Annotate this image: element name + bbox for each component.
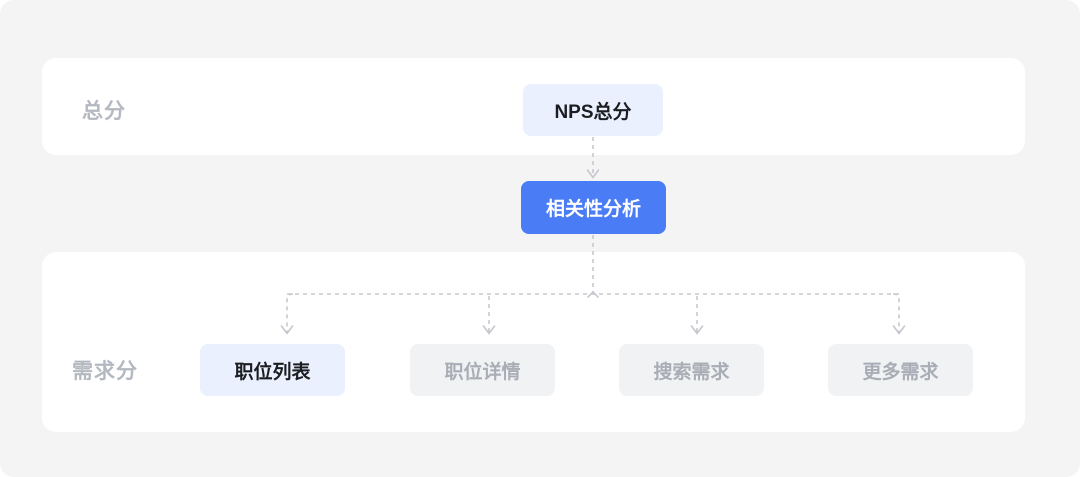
row-label-demand-score: 需求分 <box>72 360 138 383</box>
demand-score-card <box>42 252 1025 432</box>
arrowhead-correlation-icon <box>586 169 600 179</box>
row-label-total-score: 总分 <box>82 100 126 123</box>
node-job-list[interactable]: 职位列表 <box>200 344 345 396</box>
node-correlation-analysis[interactable]: 相关性分析 <box>521 181 666 234</box>
node-search-demand[interactable]: 搜索需求 <box>619 344 764 396</box>
node-job-detail[interactable]: 职位详情 <box>410 344 555 396</box>
node-nps-total[interactable]: NPS总分 <box>523 84 663 136</box>
node-more-demand[interactable]: 更多需求 <box>828 344 973 396</box>
